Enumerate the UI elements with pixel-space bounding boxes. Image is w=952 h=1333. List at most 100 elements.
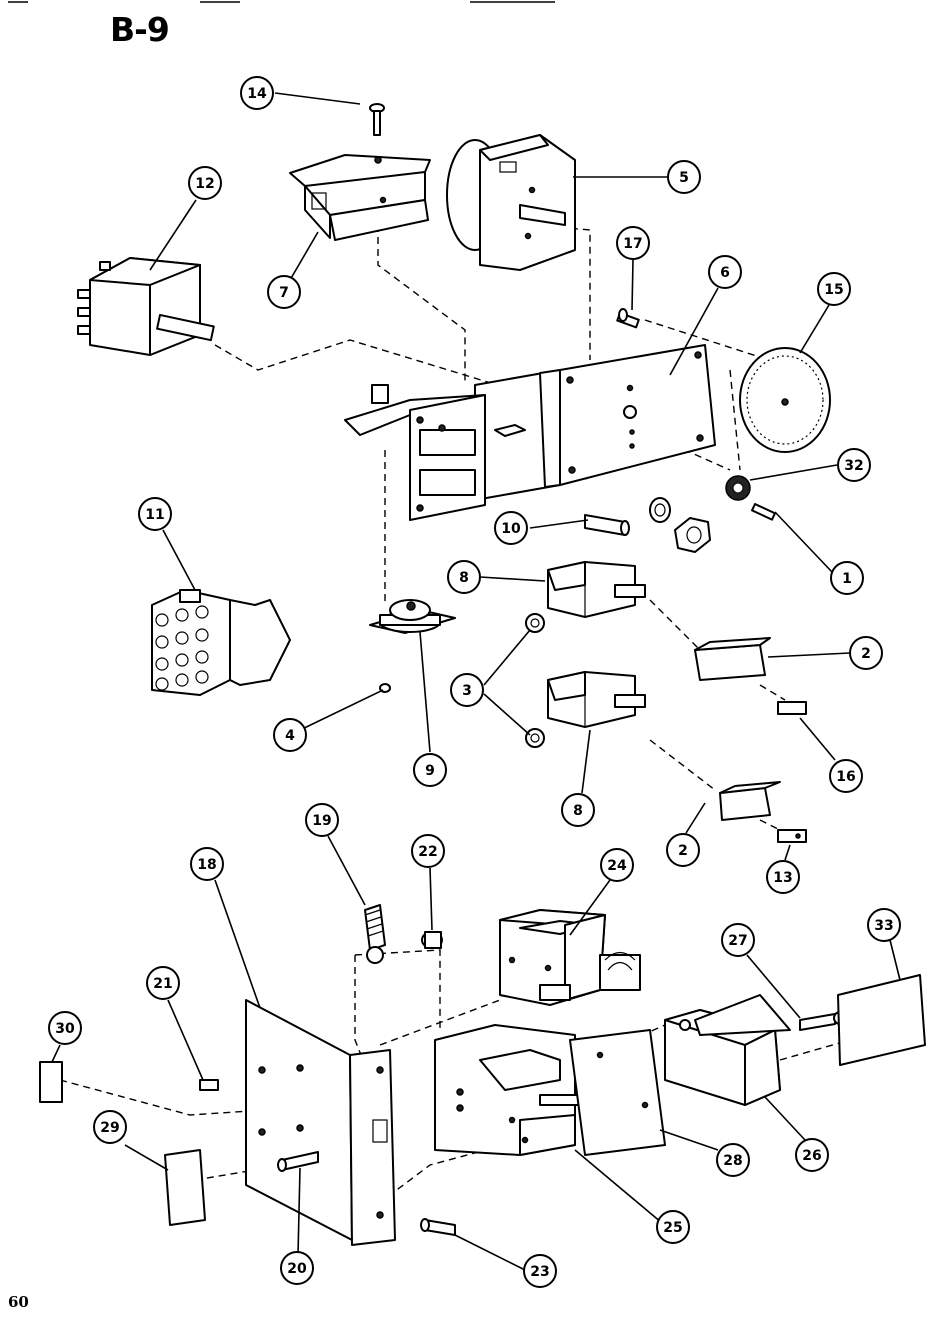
callout-7: 7: [267, 275, 301, 309]
part-5-timer-motor: [446, 134, 576, 271]
callout-2-lower: 2: [666, 833, 700, 867]
part-30-pad: [39, 1061, 63, 1103]
part-1-screw: [751, 503, 776, 521]
svg-text:2: 2: [678, 843, 688, 859]
svg-text:28: 28: [723, 1153, 742, 1169]
svg-text:17: 17: [623, 236, 642, 252]
part-6-chassis-bracket: [344, 344, 716, 521]
part-20-pin: [277, 1151, 319, 1172]
callout-2-upper: 2: [849, 636, 883, 670]
callout-22: 22: [411, 834, 445, 868]
callout-26: 26: [795, 1138, 829, 1172]
page-number: 60: [8, 1293, 29, 1311]
callout-29: 29: [93, 1110, 127, 1144]
svg-text:8: 8: [573, 803, 583, 819]
svg-text:9: 9: [425, 763, 435, 779]
page-title: B-9: [110, 10, 170, 49]
callout-17: 17: [616, 226, 650, 260]
svg-text:20: 20: [287, 1261, 307, 1277]
svg-text:5: 5: [679, 170, 689, 186]
part-12-relay: [77, 257, 215, 356]
part-2-caps: [694, 637, 781, 821]
part-16-plate: [777, 701, 807, 715]
part-10-pin: [584, 497, 711, 553]
svg-text:16: 16: [836, 769, 855, 785]
svg-text:11: 11: [145, 507, 164, 523]
svg-text:29: 29: [100, 1120, 119, 1136]
svg-text:25: 25: [663, 1220, 682, 1236]
callout-27: 27: [721, 923, 755, 957]
part-19-spring: [364, 904, 386, 964]
svg-text:10: 10: [501, 521, 521, 537]
svg-text:22: 22: [418, 844, 437, 860]
callout-10: 10: [494, 511, 528, 545]
part-3-nuts: [525, 613, 545, 748]
svg-text:26: 26: [802, 1148, 821, 1164]
part-33-pad: [837, 974, 926, 1066]
svg-text:15: 15: [824, 282, 843, 298]
part-28-plate: [569, 1029, 666, 1156]
callout-4: 4: [273, 718, 307, 752]
part-9-thermostat: [369, 599, 456, 634]
callout-19: 19: [305, 803, 339, 837]
part-17-screw: [616, 308, 640, 329]
callout-15: 15: [817, 272, 851, 306]
part-14-screw: [369, 103, 385, 136]
svg-text:3: 3: [462, 683, 472, 699]
callout-3: 3: [450, 673, 484, 707]
part-29-pad: [164, 1149, 206, 1226]
callout-6: 6: [708, 255, 742, 289]
callout-20: 20: [280, 1251, 314, 1285]
part-21-screw: [199, 1079, 219, 1091]
callout-8-lower: 8: [561, 793, 595, 827]
svg-text:21: 21: [153, 976, 172, 992]
svg-text:2: 2: [861, 646, 871, 662]
svg-text:23: 23: [530, 1264, 549, 1280]
svg-text:24: 24: [607, 858, 627, 874]
callout-24: 24: [600, 848, 634, 882]
part-32-knob: [725, 475, 751, 501]
svg-text:27: 27: [728, 933, 747, 949]
leader-lines: [51, 92, 901, 1271]
callout-23: 23: [523, 1254, 557, 1288]
svg-text:7: 7: [279, 285, 289, 301]
svg-text:8: 8: [459, 570, 469, 586]
part-7-switch-block: [289, 154, 431, 241]
callout-25: 25: [656, 1210, 690, 1244]
svg-text:14: 14: [247, 86, 267, 102]
callout-30: 30: [48, 1011, 82, 1045]
part-24-solenoid: [499, 909, 641, 1006]
callout-14: 14: [240, 76, 274, 110]
callout-5: 5: [667, 160, 701, 194]
svg-text:12: 12: [195, 176, 214, 192]
callout-9: 9: [413, 753, 447, 787]
callout-18: 18: [190, 847, 224, 881]
part-15-dial: [739, 347, 831, 453]
svg-text:19: 19: [312, 813, 331, 829]
part-25-bracket: [434, 1024, 581, 1156]
callout-16: 16: [829, 759, 863, 793]
part-8-switch-lower: [547, 671, 646, 728]
callout-28: 28: [716, 1143, 750, 1177]
part-8-switch-upper: [547, 561, 646, 618]
callout-13: 13: [766, 860, 800, 894]
part-13-plate: [777, 829, 807, 843]
svg-text:1: 1: [842, 571, 852, 587]
part-11-connector: [151, 589, 291, 696]
svg-text:18: 18: [197, 857, 216, 873]
callout-11: 11: [138, 497, 172, 531]
callout-21: 21: [146, 966, 180, 1000]
svg-text:33: 33: [874, 918, 893, 934]
svg-text:13: 13: [773, 870, 792, 886]
svg-text:6: 6: [720, 265, 730, 281]
callout-32: 32: [837, 448, 871, 482]
part-18-mounting-plate: [245, 999, 396, 1246]
callout-12: 12: [188, 166, 222, 200]
svg-text:4: 4: [285, 728, 295, 744]
svg-text:32: 32: [844, 458, 863, 474]
svg-text:30: 30: [55, 1021, 75, 1037]
callout-1: 1: [830, 561, 864, 595]
part-26-lever-switch: [664, 994, 791, 1106]
part-23-screw: [420, 1218, 456, 1236]
